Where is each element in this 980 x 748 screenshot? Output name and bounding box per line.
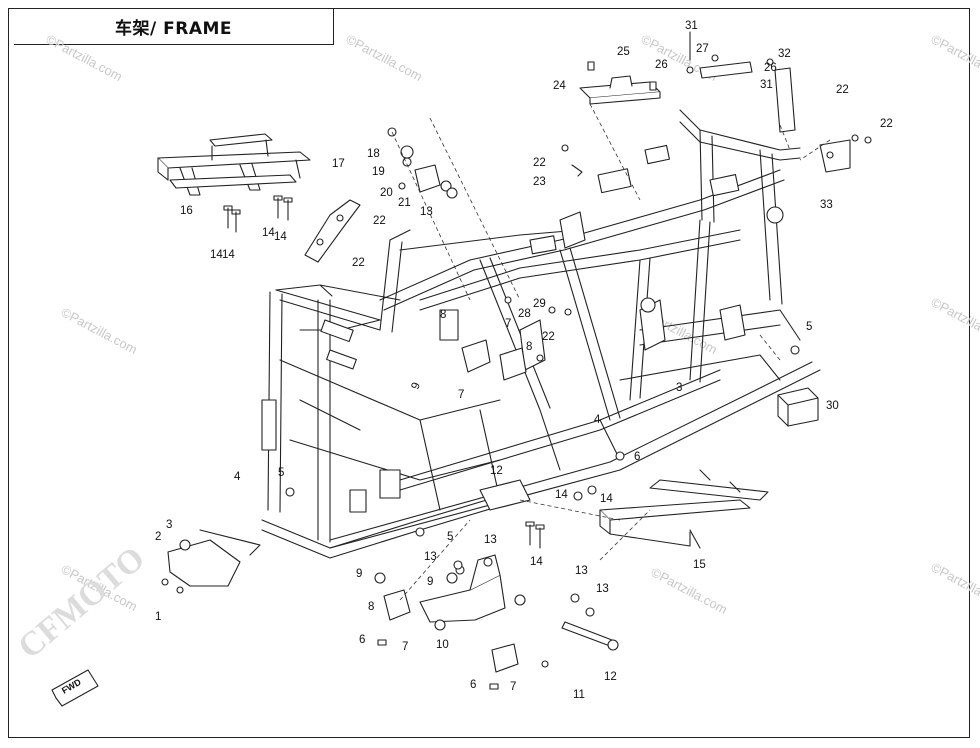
callout-label: 1 bbox=[155, 611, 161, 623]
callout-label: 16 bbox=[180, 205, 193, 217]
watermark-text: ©Partzilla.com bbox=[649, 564, 730, 617]
callout-label: 22 bbox=[880, 118, 893, 130]
callout-label: 7 bbox=[402, 641, 408, 653]
callout-label: 33 bbox=[820, 199, 833, 211]
title-box: 车架/ FRAME bbox=[14, 8, 334, 45]
callout-label: 30 bbox=[826, 400, 839, 412]
callout-label: 28 bbox=[518, 308, 531, 320]
part-24-plate bbox=[579, 61, 661, 105]
callout-label: 6 bbox=[470, 679, 476, 691]
forward-arrow bbox=[51, 669, 99, 707]
callout-label: 26 bbox=[764, 62, 777, 74]
callout-label: 20 bbox=[380, 187, 393, 199]
callout-label: 9 bbox=[427, 576, 433, 588]
part-30-block bbox=[777, 387, 819, 427]
callout-label: 14 bbox=[600, 493, 613, 505]
callout-label: 31 bbox=[685, 20, 698, 32]
callout-label: 6 bbox=[359, 634, 365, 646]
leader-lines bbox=[391, 103, 831, 601]
callout-label: 8 bbox=[526, 341, 532, 353]
callout-label: 14 bbox=[555, 489, 568, 501]
page-title: 车架/ FRAME bbox=[114, 18, 233, 39]
callout-label: 24 bbox=[553, 80, 566, 92]
callout-label: 8 bbox=[440, 309, 446, 321]
callout-label: 12 bbox=[604, 671, 617, 683]
part-31-32-bracket bbox=[686, 31, 796, 133]
part-7-mounts bbox=[383, 339, 527, 673]
callout-label: 8 bbox=[368, 601, 374, 613]
callout-label: 31 bbox=[760, 79, 773, 91]
callout-label: 13 bbox=[596, 583, 609, 595]
callout-label: 15 bbox=[693, 559, 706, 571]
part-16-carrier-bracket bbox=[157, 133, 311, 196]
callout-label: 14 bbox=[274, 231, 287, 243]
bolt-set-14 bbox=[223, 195, 293, 233]
callout-label: 10 bbox=[436, 639, 449, 651]
part-33-bracket bbox=[819, 134, 872, 173]
callout-label: 13 bbox=[575, 565, 588, 577]
callout-label: 2 bbox=[155, 531, 161, 543]
callout-label: 9 bbox=[410, 381, 423, 391]
callout-label: 26 bbox=[655, 59, 668, 71]
callout-label: 4 bbox=[234, 471, 241, 483]
callout-label: 5 bbox=[278, 467, 284, 479]
callout-label: 13 bbox=[420, 206, 433, 218]
watermark-text: ©Partzilla.com bbox=[929, 31, 980, 84]
callout-label: 14 bbox=[262, 227, 275, 239]
callout-label: 9 bbox=[356, 568, 362, 580]
part-15-carrier-bracket bbox=[599, 469, 769, 549]
drawing-border bbox=[8, 8, 970, 738]
callout-label: 23 bbox=[533, 176, 546, 188]
callout-label: 13 bbox=[424, 551, 437, 563]
callout-label: 4 bbox=[594, 414, 601, 426]
callout-label: 11 bbox=[573, 689, 585, 701]
part-2-bracket bbox=[161, 529, 261, 594]
parts-18-21-mount bbox=[387, 127, 458, 199]
callout-label: 22 bbox=[352, 257, 365, 269]
callout-label: 29 bbox=[533, 298, 546, 310]
callout-label: 17 bbox=[332, 158, 345, 170]
fasteners bbox=[285, 144, 800, 690]
callout-label: 18 bbox=[367, 148, 380, 160]
main-frame bbox=[261, 109, 821, 559]
callout-label: 7 bbox=[510, 681, 516, 693]
callout-label: 5 bbox=[447, 531, 453, 543]
callout-label: 27 bbox=[696, 43, 709, 55]
callout-label: 14 bbox=[210, 249, 223, 261]
part-10-bracket bbox=[419, 554, 526, 631]
watermark-text: ©Partzilla.com bbox=[59, 304, 140, 357]
callout-label: 14 bbox=[222, 249, 235, 261]
callout-label: 5 bbox=[806, 321, 812, 333]
callout-label: 22 bbox=[373, 215, 386, 227]
callout-label: 22 bbox=[542, 331, 555, 343]
callout-label: 6 bbox=[634, 451, 640, 463]
callout-label: 12 bbox=[490, 465, 503, 477]
watermark-text: ©Partzilla.com bbox=[929, 559, 980, 612]
part-17-bracket bbox=[304, 199, 361, 263]
callout-label: 22 bbox=[836, 84, 849, 96]
watermark-text: ©Partzilla.com bbox=[929, 294, 980, 347]
callout-label: 19 bbox=[372, 166, 385, 178]
callout-label: 21 bbox=[398, 197, 411, 209]
callout-label: 7 bbox=[505, 318, 511, 330]
callout-label: 22 bbox=[533, 157, 546, 169]
callout-label: 7 bbox=[458, 389, 464, 401]
callout-label: 3 bbox=[676, 382, 682, 394]
callout-label: 13 bbox=[484, 534, 497, 546]
callout-label: 32 bbox=[778, 48, 791, 60]
callout-labels: 1 2 3 4 5 5 5 6 6 6 7 7 7 7 8 8 8 9 9 9 … bbox=[155, 20, 893, 701]
callout-label: 3 bbox=[166, 519, 172, 531]
callout-label: 25 bbox=[617, 46, 630, 58]
watermark-text: ©Partzilla.com bbox=[344, 31, 425, 84]
callout-label: 14 bbox=[530, 556, 543, 568]
frame-brackets bbox=[261, 144, 784, 513]
part-11-shaft bbox=[561, 621, 619, 651]
watermark-text: ©Partzilla.com bbox=[44, 31, 125, 84]
